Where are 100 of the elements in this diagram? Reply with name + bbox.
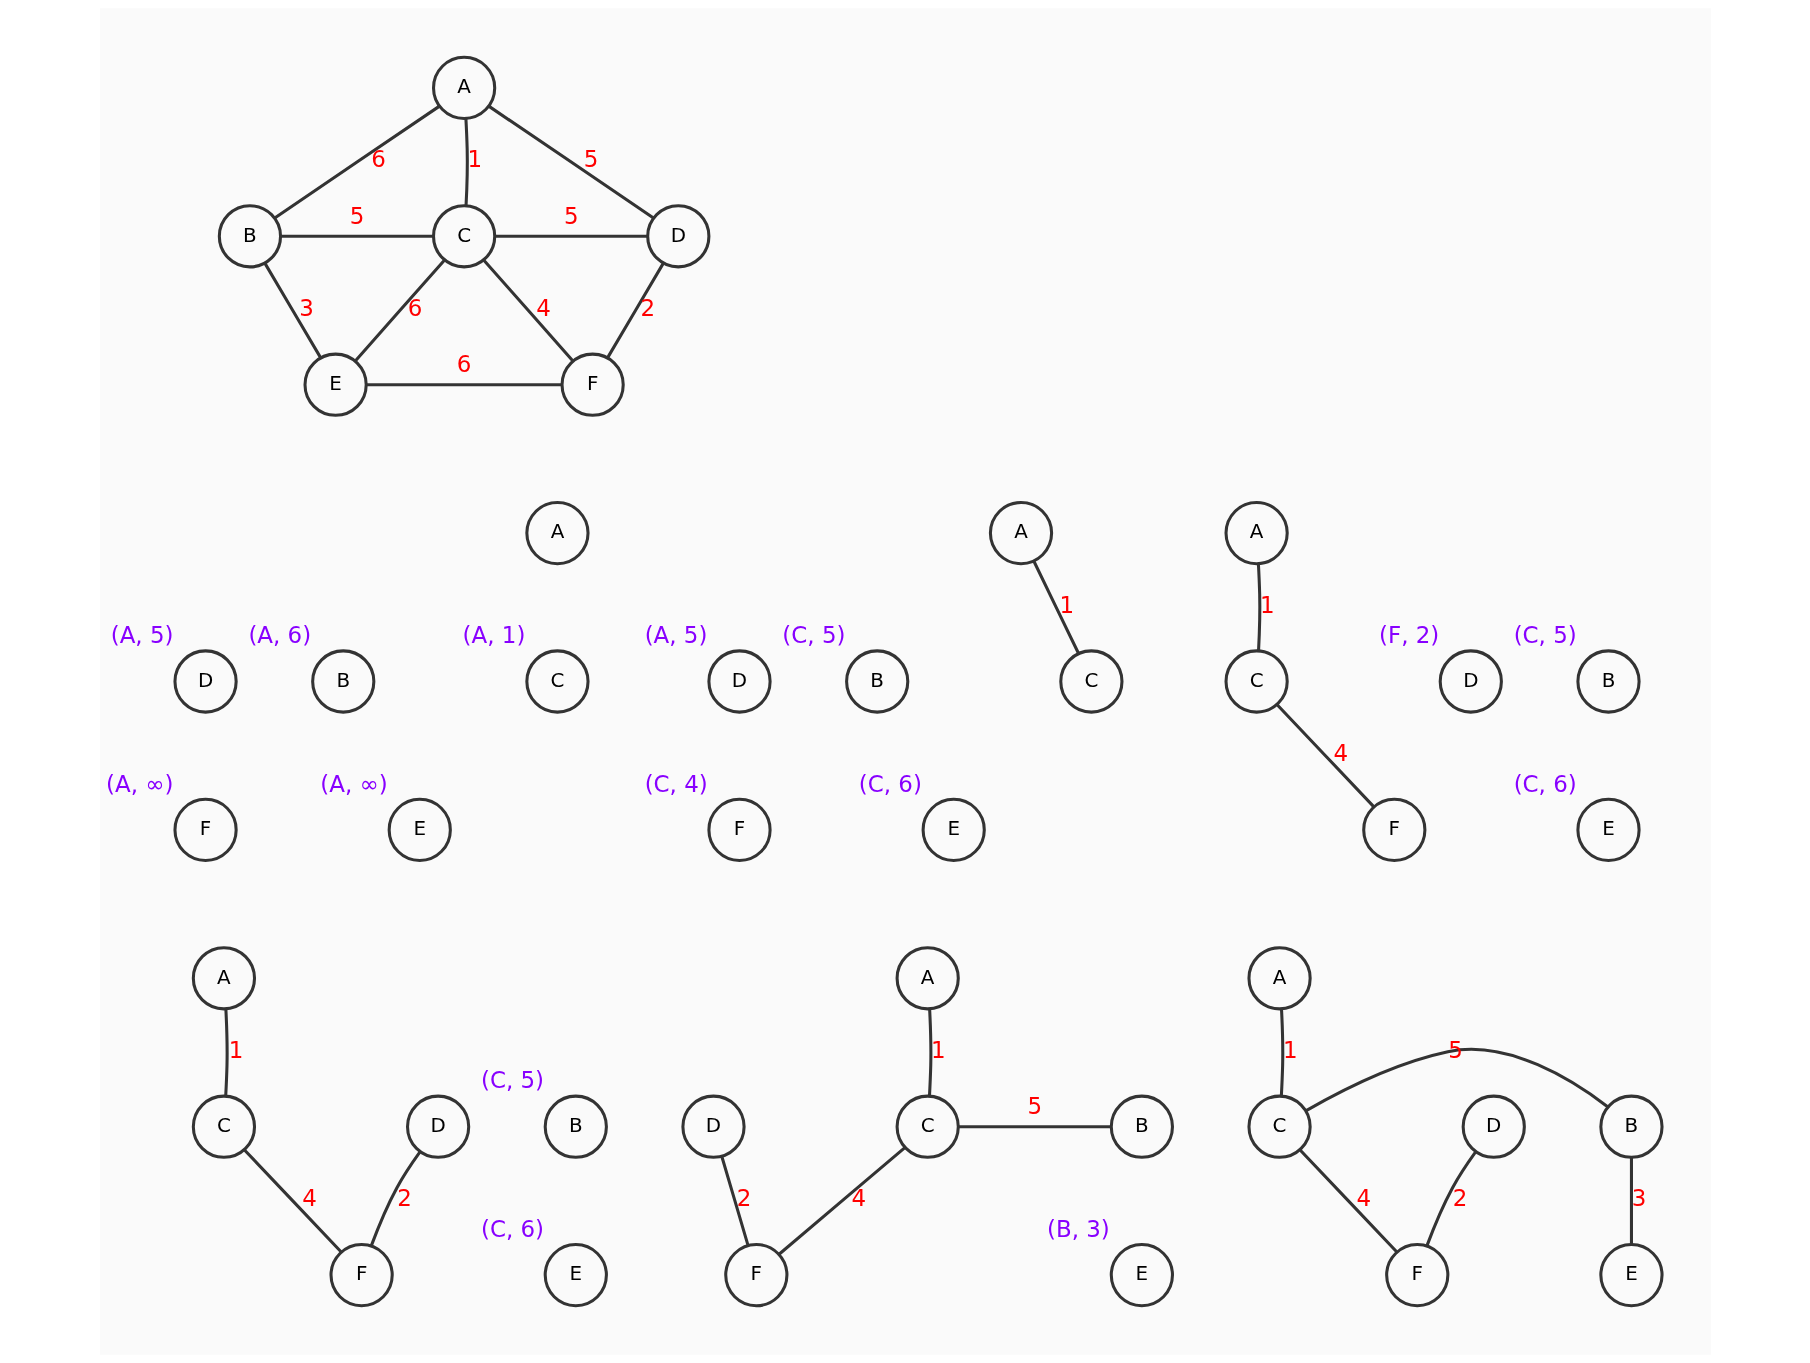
connector (366, 383, 562, 387)
node-label: (A, ∞) (319, 770, 388, 797)
connector (1279, 1009, 1284, 1097)
edge-label: 2 (639, 294, 655, 321)
connector (927, 1009, 932, 1097)
node-circle: B (844, 649, 909, 714)
connector (605, 262, 665, 359)
edge-label: 5 (583, 146, 598, 173)
connector (487, 105, 654, 220)
edge-label: 4 (301, 1185, 317, 1212)
connector (957, 1125, 1111, 1129)
node-circle: F (172, 797, 238, 863)
node-circle: C (895, 1094, 960, 1159)
node-circle: A (1246, 946, 1312, 1011)
node-circle: D (1461, 1094, 1526, 1159)
edge-label: 2 (396, 1185, 412, 1212)
node-circle: C (1058, 649, 1123, 714)
node-circle: A (431, 55, 496, 120)
connector (1424, 1150, 1477, 1247)
edge-label: 1 (1059, 591, 1074, 618)
node-circle: D (706, 649, 772, 714)
node-circle: D (405, 1094, 470, 1159)
node-circle: D (645, 204, 710, 269)
node-circle: F (1384, 1243, 1449, 1308)
connector (1298, 1148, 1398, 1254)
node-circle: D (172, 649, 238, 714)
node-circle: B (543, 1094, 608, 1159)
connector (482, 258, 574, 362)
connector (719, 1155, 749, 1246)
connector (242, 1148, 342, 1254)
node-circle: E (1109, 1243, 1174, 1308)
edge-label: 4 (1332, 740, 1348, 767)
connector (1256, 563, 1261, 651)
edge-label: 5 (563, 203, 579, 230)
node-label: (B, 3) (1046, 1215, 1110, 1242)
node-circle: E (543, 1243, 608, 1308)
edge-label: 4 (1355, 1185, 1371, 1212)
node-label: (C, 5) (1513, 622, 1577, 649)
connector (369, 1150, 421, 1247)
node-circle: F (560, 352, 625, 417)
connector (280, 234, 433, 238)
node-circle: A (895, 946, 960, 1011)
node-circle: B (310, 649, 375, 714)
node-circle: B (1575, 649, 1641, 714)
edge-label: 1 (930, 1036, 946, 1063)
edge-label: 4 (535, 294, 551, 321)
node-circle: B (1598, 1094, 1664, 1159)
node-label: (C, 6) (480, 1215, 544, 1242)
edge-label: 3 (1631, 1185, 1646, 1212)
node-circle: B (217, 204, 282, 269)
connector (353, 258, 446, 362)
node-circle: C (431, 204, 496, 269)
node-label: (A, 5) (644, 622, 707, 649)
edge-label: 1 (228, 1036, 243, 1063)
node-label: (A, 5) (110, 622, 173, 649)
connector (223, 1009, 229, 1097)
node-label: (A, 6) (247, 622, 311, 649)
node-circle: F (329, 1243, 394, 1308)
node-circle: E (1575, 797, 1641, 863)
connector (273, 105, 440, 220)
node-circle: E (387, 797, 452, 863)
edge-label: 6 (456, 351, 471, 378)
connector (777, 1146, 906, 1256)
node-circle: C (191, 1094, 256, 1159)
edge-label: 1 (1282, 1036, 1298, 1063)
connector (463, 118, 469, 206)
node-circle: A (524, 500, 590, 566)
edge-label: 5 (1026, 1093, 1042, 1120)
node-label: (F, 2) (1378, 622, 1439, 649)
edge-label: 5 (349, 203, 364, 230)
edge-label: 4 (851, 1185, 866, 1212)
node-label: (C, 5) (480, 1067, 544, 1094)
node-circle: F (723, 1243, 788, 1308)
edge-label: 6 (370, 146, 386, 173)
node-circle: C (1224, 649, 1289, 714)
edge-label: 2 (1452, 1185, 1467, 1212)
node-label: (C, 5) (781, 622, 845, 649)
connector (1304, 1048, 1609, 1113)
edge-label: 6 (407, 294, 422, 321)
edge-label: 3 (298, 294, 314, 321)
node-label: (C, 4) (644, 770, 708, 797)
node-circle: A (191, 946, 256, 1011)
edge-label: 1 (1259, 591, 1275, 618)
connector (494, 234, 648, 238)
node-circle: D (1438, 649, 1503, 714)
node-circle: A (1224, 500, 1289, 566)
node-circle: C (1246, 1094, 1312, 1159)
node-circle: E (303, 352, 368, 417)
connector (1032, 560, 1080, 655)
node-circle: C (524, 649, 590, 714)
connector (1275, 703, 1375, 808)
node-circle: F (706, 797, 772, 863)
connector (263, 262, 322, 359)
edge-label: 2 (736, 1185, 751, 1212)
node-circle: D (680, 1094, 746, 1159)
node-circle: A (988, 500, 1053, 566)
node-circle: F (1361, 797, 1426, 863)
node-circle: E (921, 797, 986, 863)
node-label: (A, 1) (462, 622, 525, 649)
connector (1629, 1157, 1633, 1245)
